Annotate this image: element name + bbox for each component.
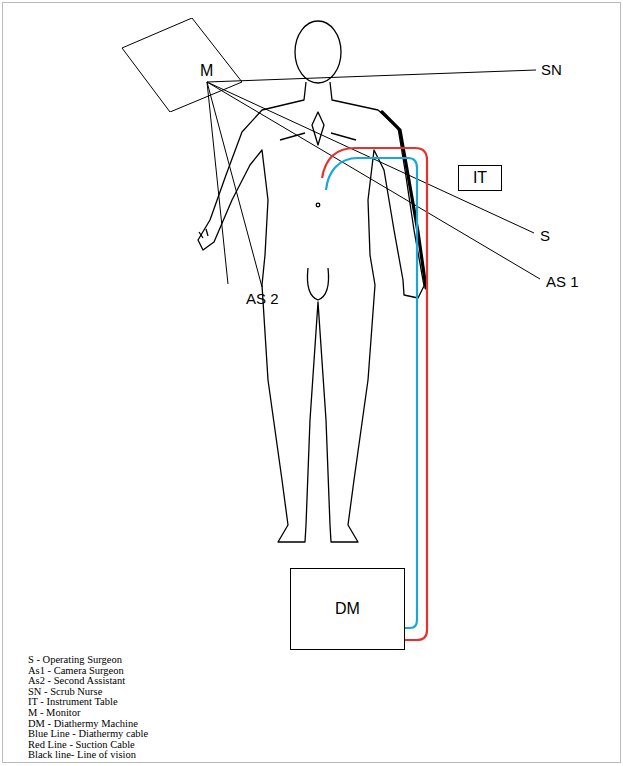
node-label: IT xyxy=(473,169,487,187)
legend-entry: IT - Instrument Table xyxy=(28,697,148,708)
legend-entry: DM - Diathermy Machine xyxy=(28,719,148,730)
legend-entry: As1 - Camera Surgeon xyxy=(28,666,148,677)
instrument-table-box: IT xyxy=(458,165,502,191)
legend-entry: S - Operating Surgeon xyxy=(28,655,148,666)
legend-entry: As2 - Second Assistant xyxy=(28,676,148,687)
suction-cable xyxy=(322,148,427,640)
staff-label: AS 2 xyxy=(246,291,279,308)
node-label: DM xyxy=(335,600,360,618)
monitor-box: M xyxy=(120,18,242,112)
legend-entry: Blue Line - Diathermy cable xyxy=(28,729,148,740)
staff-label: AS 1 xyxy=(546,274,579,291)
monitor-outline xyxy=(120,18,242,112)
line-of-vision xyxy=(207,70,540,287)
frame xyxy=(3,3,621,763)
diathermy-machine-box: DM xyxy=(290,568,405,650)
legend-entry: M - Monitor xyxy=(28,708,148,719)
diathermy-cable xyxy=(326,158,417,628)
arm-board xyxy=(382,112,426,288)
staff-label: S xyxy=(540,228,550,245)
staff-label: SN xyxy=(541,62,562,79)
legend: S - Operating SurgeonAs1 - Camera Surgeo… xyxy=(28,655,148,761)
node-label: M xyxy=(200,62,213,80)
legend-entry: Black line- Line of vision xyxy=(28,750,148,761)
legend-entry: Red Line - Suction Cable xyxy=(28,740,148,751)
legend-entry: SN - Scrub Nurse xyxy=(28,687,148,698)
patient-figure xyxy=(198,21,424,542)
